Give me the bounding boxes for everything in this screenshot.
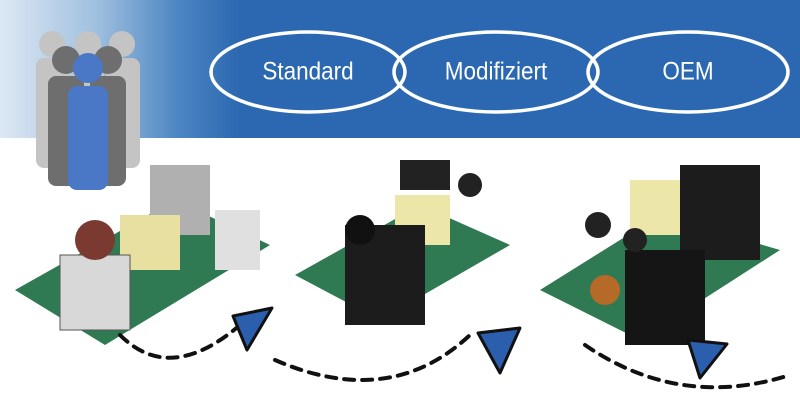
flow-path	[118, 323, 792, 390]
ellipse-standard	[209, 30, 407, 114]
label-standard: Standard	[262, 57, 354, 86]
ellipse-oem	[586, 30, 790, 114]
label-oem: OEM	[662, 57, 714, 86]
arrow-triangle-icon	[686, 338, 729, 380]
power-supply-board-standard	[15, 165, 270, 345]
power-supply-board-oem	[540, 165, 780, 345]
arrow-triangle-icon	[231, 306, 274, 352]
arrow-triangle-icon	[476, 326, 522, 375]
power-supply-board-modified	[295, 160, 510, 325]
people-group-icon	[36, 31, 140, 190]
ellipse-modifiziert	[392, 30, 600, 114]
label-modifiziert: Modifiziert	[444, 57, 548, 86]
